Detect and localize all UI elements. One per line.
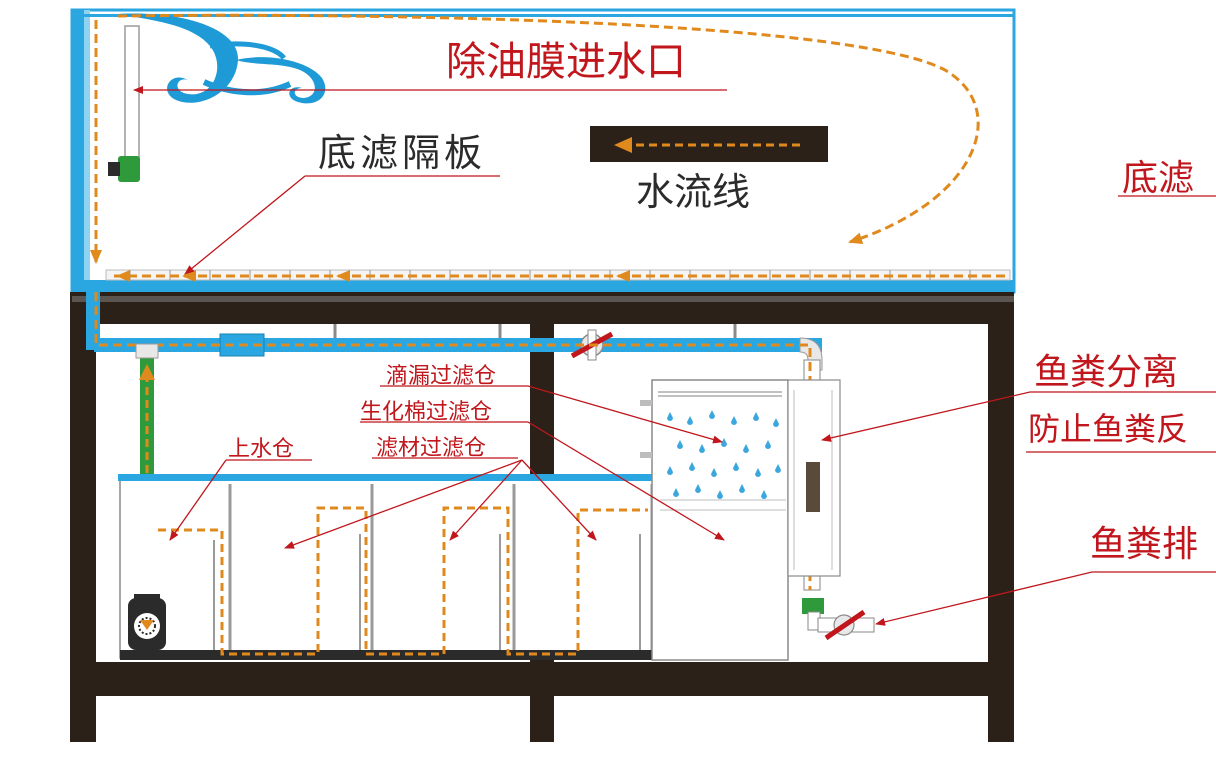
label-bottom-filter-plate: 底滤隔板 xyxy=(318,131,486,175)
label-right-bottom-filter: 底滤 xyxy=(1122,158,1194,199)
label-drip-chamber: 滴漏过滤仓 xyxy=(386,364,496,389)
label-media-chamber: 滤材过滤仓 xyxy=(376,436,486,461)
label-inlet: 除油膜进水口 xyxy=(446,39,686,85)
label-right-feces-drain: 鱼粪排 xyxy=(1090,524,1198,565)
label-biocotton-chamber: 生化棉过滤仓 xyxy=(360,400,492,425)
pump-icon xyxy=(128,594,166,650)
flow-legend-box xyxy=(590,126,828,162)
flow-line-upper xyxy=(90,13,1005,278)
drip-filter-column xyxy=(640,379,841,661)
oil-skimmer-inlet-tube xyxy=(108,25,140,182)
drain-valve-icon xyxy=(802,598,875,641)
leader-lines xyxy=(133,86,1216,626)
label-right-feces-separator: 鱼粪分离 xyxy=(1034,352,1178,393)
water-wave-icon xyxy=(118,13,326,104)
sump-tank xyxy=(118,474,788,660)
tank-base-strip xyxy=(72,296,1014,302)
water-drops-icon xyxy=(667,410,781,499)
label-water-flow-line: 水流线 xyxy=(636,170,750,214)
label-upper-water-chamber: 上水仓 xyxy=(228,437,294,462)
label-right-prevent-backflow: 防止鱼粪反 xyxy=(1028,410,1188,448)
